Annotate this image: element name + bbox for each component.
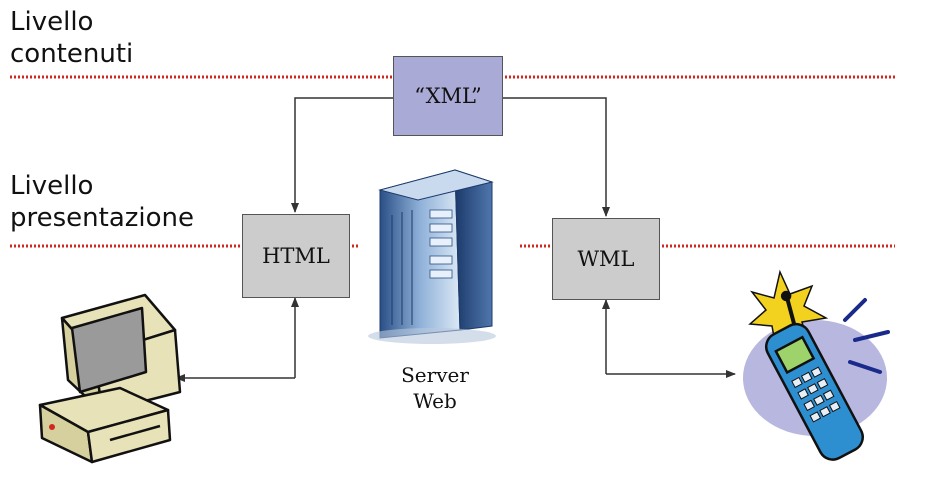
xml-box-label: “XML” (414, 84, 482, 108)
server-icon (368, 169, 496, 344)
xml-to-html-arrow (291, 97, 393, 213)
html-box: HTML (242, 214, 350, 298)
presentation-layer-label: Livello presentazione (10, 171, 195, 233)
wml-box-label: WML (577, 247, 635, 271)
wml-box: WML (552, 218, 660, 300)
html-box-label: HTML (262, 244, 330, 268)
xml-to-wml-arrow (501, 97, 610, 217)
mobile-phone-icon (743, 269, 890, 461)
content-layer-label: Livello contenuti (10, 7, 134, 69)
desktop-computer-icon (38, 293, 182, 464)
xml-box: “XML” (393, 56, 503, 136)
server-caption: Server Web (401, 363, 469, 413)
